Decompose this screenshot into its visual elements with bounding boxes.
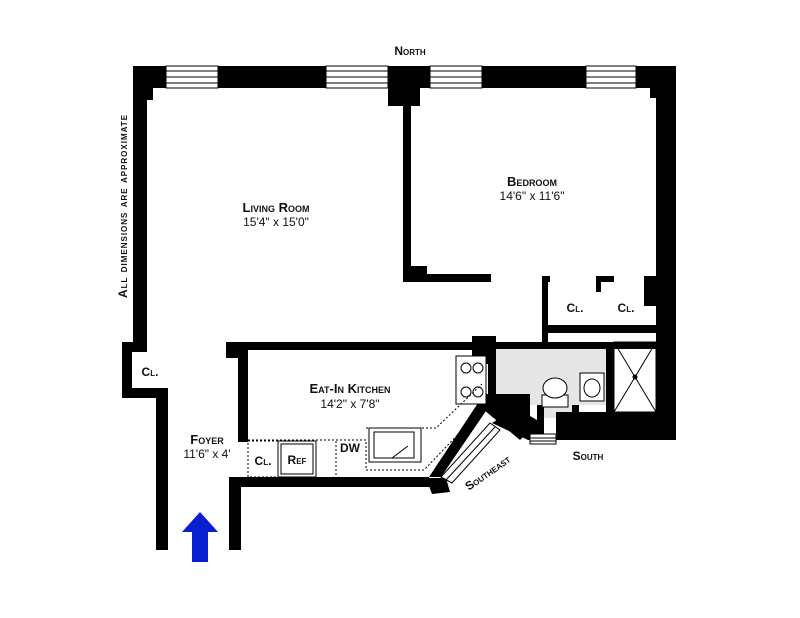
bedroom-partition: [596, 276, 614, 282]
closet-wall: [542, 325, 656, 333]
stove: [455, 355, 487, 405]
foyer-wall: [156, 398, 168, 550]
closet-label-west: Cl.: [142, 365, 159, 379]
entry-arrow-icon: [182, 512, 218, 562]
window-southeast: [440, 422, 501, 484]
bathroom-wall: [556, 412, 676, 440]
kitchen-name: Eat-In Kitchen: [310, 381, 391, 396]
foyer-wall: [229, 477, 429, 487]
north-wall: [482, 66, 586, 88]
kitchen-dims: 14'2" x 7'8": [320, 397, 379, 411]
southeast-wall: [492, 408, 537, 440]
bathroom-wall: [606, 342, 614, 412]
closet-label-kitchen: Cl.: [255, 454, 272, 468]
toilet: [541, 377, 569, 408]
dishwasher-label: DW: [340, 441, 361, 455]
closet-wall: [596, 282, 601, 292]
southeast-wall: [429, 400, 488, 477]
counter: [248, 383, 489, 471]
disclaimer-text: All dimensions are approximate: [116, 114, 130, 298]
kitchen-sink: [368, 427, 422, 463]
west-wall: [133, 66, 147, 346]
closet-label-bedroom-1: Cl.: [567, 301, 584, 315]
window-south: [529, 433, 557, 445]
closet-label-bedroom-2: Cl.: [618, 301, 635, 315]
southeast-wall: [426, 478, 450, 494]
north-wall: [218, 66, 326, 88]
refrigerator-label: Ref: [288, 453, 307, 467]
bedroom-partition: [542, 276, 550, 282]
kitchen-closet: [247, 440, 279, 478]
living-room-name: Living Room: [243, 200, 310, 215]
bedroom-partition: [427, 274, 491, 282]
east-wall: [656, 66, 676, 440]
shower: [613, 341, 657, 413]
bedroom-partition: [644, 276, 656, 306]
kitchen-wall: [238, 342, 248, 442]
bedroom-partition: [403, 266, 427, 282]
closet-wall: [122, 388, 168, 398]
foyer-dims: 11'6" x 4': [183, 447, 230, 461]
north-label: North: [394, 44, 426, 58]
living-room-dims: 15'4" x 15'0": [243, 215, 309, 229]
bedroom-dims: 14'6" x 11'6": [500, 189, 565, 203]
bedroom-name: Bedroom: [507, 174, 557, 189]
windows: [165, 65, 637, 89]
foyer-name: Foyer: [190, 432, 224, 447]
bathroom-wall: [537, 405, 544, 440]
south-label: South: [573, 449, 604, 463]
kitchen-wall: [238, 342, 496, 350]
bathroom-wall: [496, 342, 656, 349]
walls: [122, 66, 676, 550]
bedroom-partition: [403, 88, 411, 282]
kitchen-wall: [488, 336, 496, 396]
closet-wall: [542, 282, 548, 342]
closet-wall: [122, 342, 132, 394]
foyer-wall: [229, 477, 241, 550]
closet-wall: [122, 342, 147, 352]
refrigerator: [277, 440, 317, 478]
bath-sink: [579, 372, 605, 402]
